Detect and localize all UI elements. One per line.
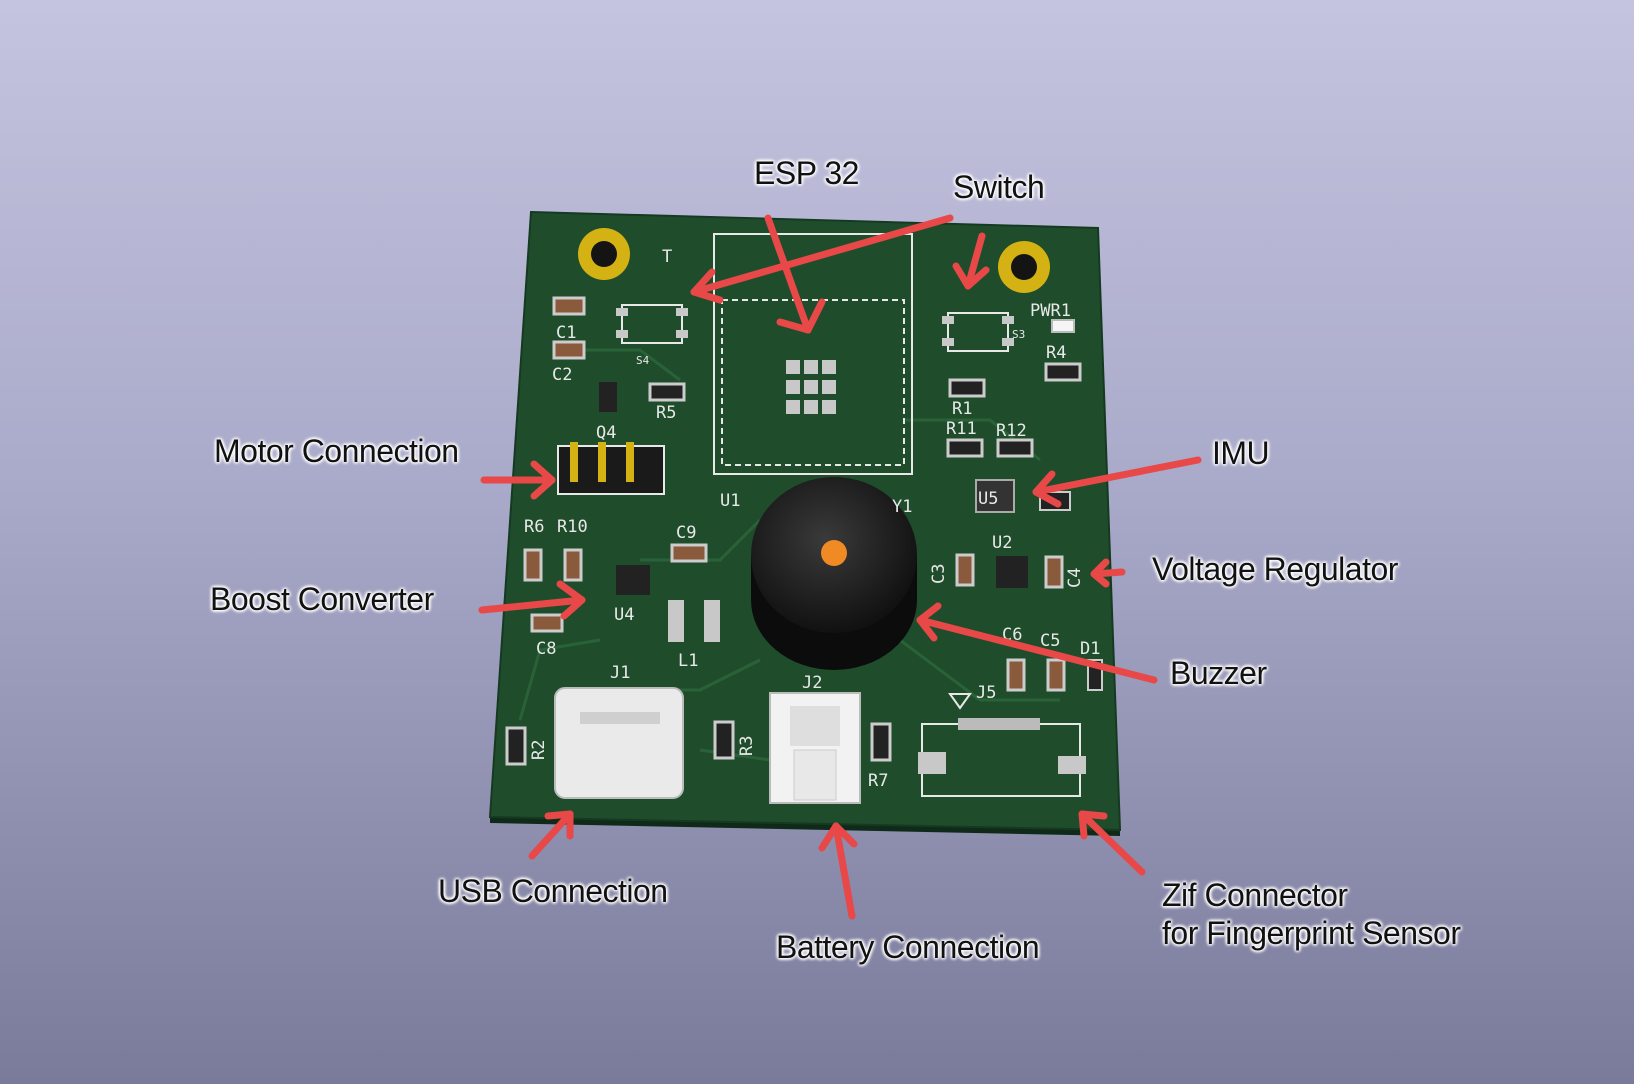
arrow-battery [818, 822, 858, 920]
motor-header [557, 442, 665, 495]
silk-r2: R2 [529, 740, 549, 760]
silk-c3: C3 [929, 564, 949, 584]
silk-l1: L1 [678, 651, 698, 671]
silk-s3: S3 [1012, 328, 1025, 341]
silk-r12: R12 [996, 421, 1027, 441]
silk-t: T [662, 247, 672, 267]
label-imu: IMU [1212, 435, 1270, 471]
label-battery-connection: Battery Connection [776, 929, 1040, 965]
callout-arrows [478, 214, 1202, 920]
label-zif-connector-line2: for Fingerprint Sensor [1162, 915, 1461, 951]
silk-u2: U2 [992, 533, 1012, 553]
arrow-imu [1032, 456, 1202, 508]
switch-s3 [942, 312, 1014, 352]
silk-r5: R5 [656, 403, 676, 423]
arrow-zif [1078, 810, 1146, 876]
silk-pwr1: PWR1 [1030, 301, 1071, 321]
silk-j2: J2 [802, 673, 822, 693]
buzzer-body [751, 477, 917, 670]
arrow-motor [480, 460, 556, 500]
switch-s4 [616, 304, 688, 344]
label-motor-connection: Motor Connection [214, 433, 459, 469]
silkscreen-labels: T C1 C2 S4 Q4 R5 PWR1 S3 R4 R1 R11 R12 U… [524, 247, 1100, 791]
label-switch: Switch [953, 169, 1045, 205]
arrow-switch-s3 [952, 232, 990, 290]
zif-connector [918, 693, 1086, 797]
silk-s4: S4 [636, 354, 650, 367]
arrow-boost [478, 580, 586, 620]
silk-c1: C1 [556, 323, 576, 343]
esp32-module-outline [713, 233, 913, 475]
esp32-ground-pads [786, 360, 836, 414]
label-buzzer: Buzzer [1170, 655, 1267, 691]
mounting-hole-right [998, 241, 1050, 293]
silk-r3: R3 [737, 736, 757, 756]
silk-u5: U5 [978, 489, 998, 509]
silk-y1: Y1 [892, 497, 912, 517]
silk-q4: Q4 [596, 423, 616, 443]
pcb-board-edge [490, 817, 1120, 836]
silk-u4: U4 [614, 605, 634, 625]
label-voltage-regulator: Voltage Regulator [1152, 551, 1398, 587]
arrow-switch-s4 [690, 214, 954, 304]
battery-connector [769, 692, 861, 804]
silk-c8: C8 [536, 639, 556, 659]
label-zif-connector-line1: Zif Connector [1162, 877, 1348, 913]
label-esp32: ESP 32 [754, 155, 859, 191]
arrow-usb [528, 810, 574, 860]
arrow-buzzer [916, 602, 1158, 684]
silk-j5: J5 [976, 683, 996, 703]
silk-r6: R6 [524, 517, 544, 537]
silk-r11: R11 [946, 419, 977, 439]
usb-c-connector [554, 687, 684, 799]
silk-r4: R4 [1046, 343, 1066, 363]
mounting-hole-left [578, 228, 630, 280]
silk-c4: C4 [1065, 568, 1085, 588]
silk-j1: J1 [610, 663, 630, 683]
label-boost-converter: Boost Converter [210, 581, 434, 617]
silk-c9: C9 [676, 523, 696, 543]
smd-components [505, 296, 1103, 766]
silk-u1: U1 [720, 491, 740, 511]
label-usb-connection: USB Connection [438, 873, 668, 909]
silk-r10: R10 [557, 517, 588, 537]
silk-c5: C5 [1040, 631, 1060, 651]
silk-r7: R7 [868, 771, 888, 791]
silk-r1: R1 [952, 399, 972, 419]
silk-c2: C2 [552, 365, 572, 385]
silk-d1: D1 [1080, 639, 1100, 659]
arrow-esp32 [764, 214, 826, 334]
arrow-voltage-regulator [1090, 558, 1126, 588]
